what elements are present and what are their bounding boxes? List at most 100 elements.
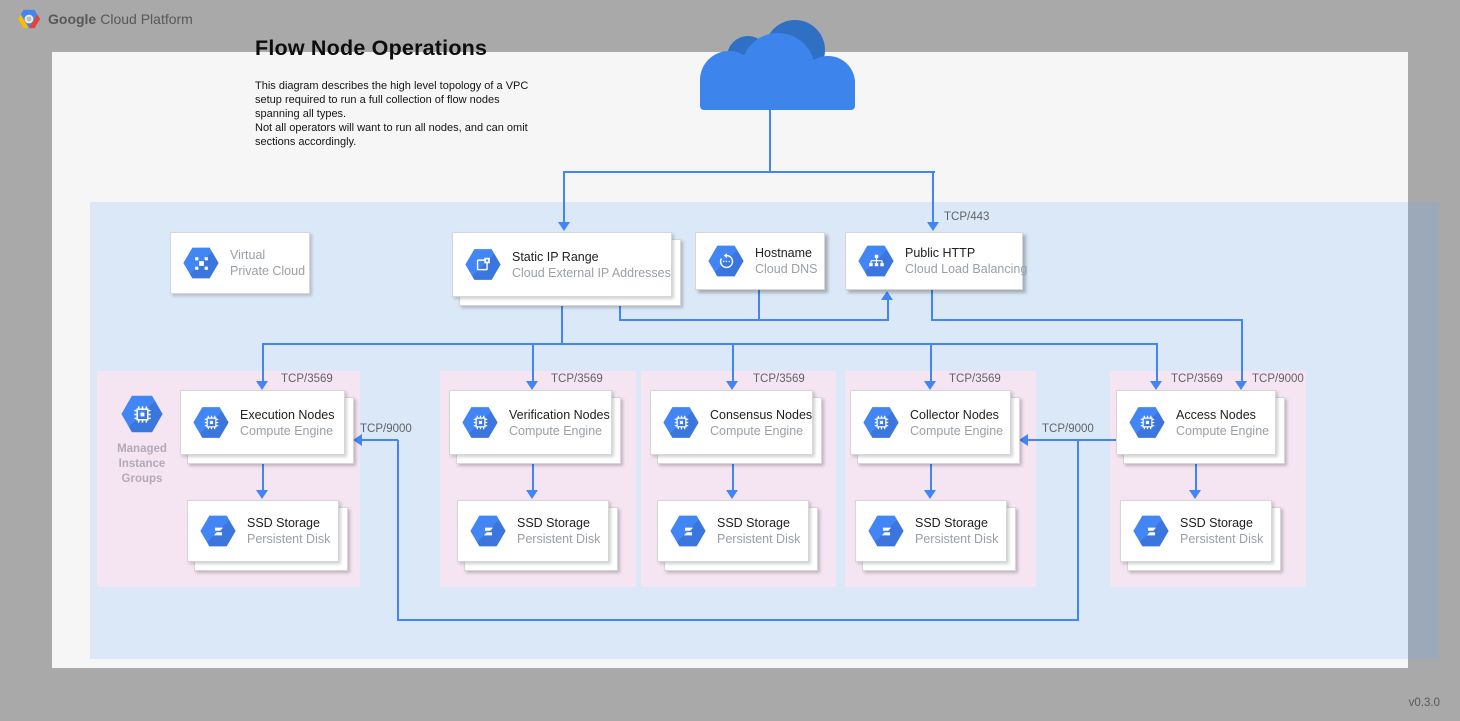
external-ip-icon xyxy=(465,249,501,280)
card-subtitle: Persistent Disk xyxy=(915,532,999,546)
card-collector-ssd-storage: SSD Storage Persistent Disk xyxy=(855,500,1016,571)
edge-drop-public-http xyxy=(932,171,934,223)
arrow-into-execution-storage xyxy=(256,490,268,499)
card-subtitle: Private Cloud xyxy=(230,264,306,278)
card-title: SSD Storage xyxy=(915,516,988,530)
edge-loop-down xyxy=(1077,441,1079,621)
edge-top-bus xyxy=(563,171,935,173)
card-subtitle: Compute Engine xyxy=(509,423,603,438)
arrow-into-consensus xyxy=(726,381,738,390)
card-title: Hostname xyxy=(755,246,812,260)
card-verification-nodes: Verification Nodes Compute Engine xyxy=(449,390,621,464)
card-title: SSD Storage xyxy=(247,516,320,530)
page-description: This diagram describes the high level to… xyxy=(255,79,531,149)
edge-drop-execution xyxy=(262,345,264,382)
cloud-dns-icon xyxy=(708,245,744,277)
edge-drop-consensus xyxy=(732,345,734,382)
edge-public-http-down xyxy=(931,290,933,321)
card-subtitle: Cloud DNS xyxy=(755,262,818,276)
arrow-into-verification-storage xyxy=(526,490,538,499)
arrow-into-access-storage xyxy=(1189,490,1201,499)
arrow-into-public-http xyxy=(927,222,939,231)
card-title: Execution Nodes xyxy=(240,407,335,422)
card-subtitle: Compute Engine xyxy=(1176,423,1270,438)
persistent-disk-icon xyxy=(670,515,706,547)
description-paragraph-2: Not all operators will want to run all n… xyxy=(255,122,528,148)
card-subtitle: Persistent Disk xyxy=(1180,532,1264,546)
card-subtitle: Persistent Disk xyxy=(247,532,331,546)
edge-label-collector-tcp9000: TCP/9000 xyxy=(1042,423,1094,435)
card-hostname: Hostname Cloud DNS xyxy=(695,232,825,290)
description-paragraph-1: This diagram describes the high level to… xyxy=(255,80,529,120)
arrow-into-access-tcp9000 xyxy=(1235,381,1247,390)
persistent-disk-icon xyxy=(470,515,506,547)
card-title: Verification Nodes xyxy=(509,407,610,422)
card-title: Consensus Nodes xyxy=(710,407,813,422)
edge-access-to-collector xyxy=(1028,439,1116,441)
card-title: Access Nodes xyxy=(1176,407,1256,422)
edge-main-bus xyxy=(262,343,1158,345)
load-balancing-icon xyxy=(858,245,894,277)
card-consensus-nodes: Consensus Nodes Compute Engine xyxy=(650,390,822,464)
card-public-http: Public HTTP Cloud Load Balancing xyxy=(845,232,1027,290)
edge-drop-collector xyxy=(930,345,932,382)
card-verification-ssd-storage: SSD Storage Persistent Disk xyxy=(457,500,618,571)
managed-instance-groups-badge: Managed Instance Groups xyxy=(105,395,179,487)
edge-public-http-to-access xyxy=(1241,319,1243,382)
vpc-icon xyxy=(183,247,219,279)
edge-hostname-to-public-http xyxy=(887,299,889,321)
compute-engine-icon xyxy=(863,407,899,438)
arrow-into-consensus-storage xyxy=(726,490,738,499)
persistent-disk-icon xyxy=(1133,515,1169,547)
version-label: v0.3.0 xyxy=(1408,697,1440,709)
card-execution-nodes: Execution Nodes Compute Engine xyxy=(180,390,354,464)
card-collector-nodes: Collector Nodes Compute Engine xyxy=(850,390,1020,464)
card-title: Public HTTP xyxy=(905,246,976,260)
card-subtitle: Compute Engine xyxy=(240,423,334,438)
card-title: SSD Storage xyxy=(1180,516,1253,530)
edge-consensus-to-storage xyxy=(732,458,734,491)
card-subtitle: Cloud External IP Addresses xyxy=(512,265,671,280)
card-title: SSD Storage xyxy=(517,516,590,530)
edge-loop-bottom xyxy=(397,619,1079,621)
card-access-ssd-storage: SSD Storage Persistent Disk xyxy=(1120,500,1281,571)
edge-label-execution-tcp3569: TCP/3569 xyxy=(281,373,333,385)
card-title: Static IP Range xyxy=(512,249,599,264)
edge-drop-static-ip xyxy=(563,171,565,223)
arrow-into-collector xyxy=(924,381,936,390)
edge-hostname-down xyxy=(758,290,760,321)
card-static-ip-range: Static IP Range Cloud External IP Addres… xyxy=(452,232,681,306)
edge-label-access-tcp9000: TCP/9000 xyxy=(1252,373,1304,385)
edge-label-consensus-tcp3569: TCP/3569 xyxy=(753,373,805,385)
card-consensus-ssd-storage: SSD Storage Persistent Disk xyxy=(657,500,818,571)
compute-engine-icon xyxy=(462,407,498,438)
card-subtitle: Compute Engine xyxy=(710,423,804,438)
card-subtitle: Persistent Disk xyxy=(517,532,601,546)
edge-label-access-tcp3569: TCP/3569 xyxy=(1171,373,1223,385)
card-title: Collector Nodes xyxy=(910,407,999,422)
arrow-into-verification xyxy=(526,381,538,390)
arrow-into-access-tcp3569 xyxy=(1150,381,1162,390)
compute-engine-icon xyxy=(193,407,229,438)
card-subtitle: Cloud Load Balancing xyxy=(905,262,1028,276)
edge-label-collector-tcp3569: TCP/3569 xyxy=(949,373,1001,385)
edge-hostname-to-static-ip xyxy=(619,305,621,321)
edge-label-tcp443: TCP/443 xyxy=(944,211,990,223)
card-virtual-private-cloud: Virtual Private Cloud xyxy=(170,232,310,294)
managed-instance-groups-icon xyxy=(121,395,163,433)
card-subtitle: Compute Engine xyxy=(910,423,1004,438)
arrow-into-static-ip xyxy=(558,222,570,231)
card-title: Virtual xyxy=(230,248,266,262)
edge-verification-to-storage xyxy=(532,458,534,491)
arrow-into-execution xyxy=(256,381,268,390)
gcp-logo-icon xyxy=(18,9,40,29)
edge-drop-verification xyxy=(532,345,534,382)
brand-bold: Google xyxy=(48,11,97,27)
arrow-into-collector-storage xyxy=(924,490,936,499)
edge-access-to-storage xyxy=(1195,458,1197,491)
edge-cloud-stem xyxy=(769,110,771,172)
edge-collector-to-storage xyxy=(930,458,932,491)
brand-rest: Cloud Platform xyxy=(100,11,193,27)
card-subtitle: Persistent Disk xyxy=(717,532,801,546)
